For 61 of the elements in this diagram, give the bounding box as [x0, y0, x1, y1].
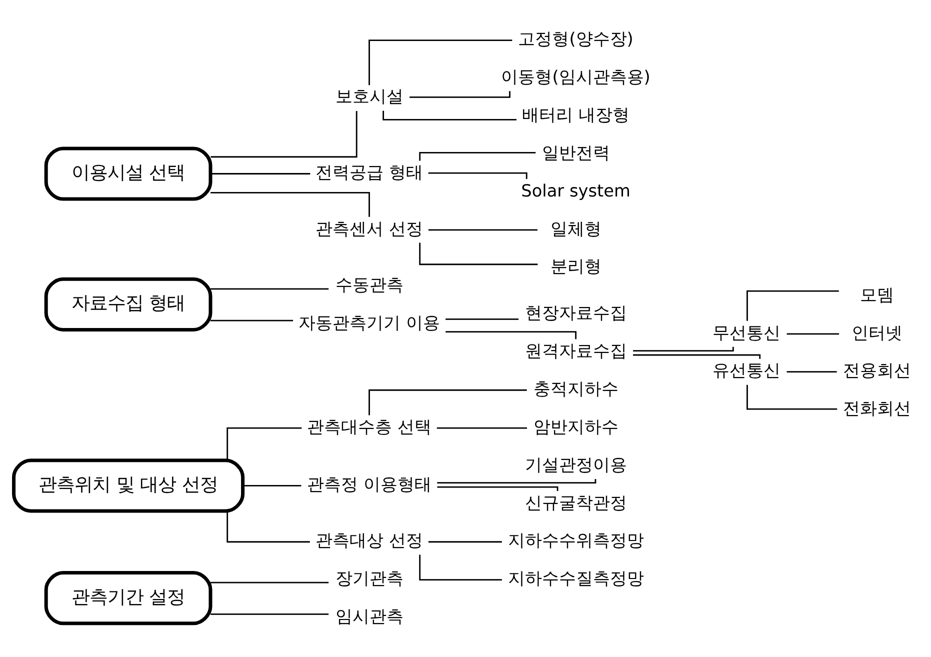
connector — [210, 613, 329, 614]
node-text: 전력공급 형태 — [316, 162, 423, 182]
node-text: 임시관측 — [335, 606, 404, 626]
connector — [210, 172, 310, 174]
connector — [210, 110, 358, 158]
node-text: 기설관정이용 — [524, 454, 627, 474]
connector — [786, 370, 837, 372]
connector — [368, 39, 512, 85]
node-text: 보호시설 — [335, 86, 404, 106]
connector — [428, 540, 502, 542]
node-text: 현장자료수집 — [524, 302, 627, 322]
node-text: 이동형(임시관측용) — [501, 66, 650, 86]
node-text: 일반전력 — [542, 142, 610, 162]
node-text: 고정형(양수장) — [518, 28, 634, 48]
connector — [210, 319, 294, 321]
node-text: 관측대상 선정 — [316, 530, 423, 550]
connector — [368, 388, 527, 415]
connector — [437, 486, 558, 490]
connector — [746, 384, 838, 410]
node-text: 유선통신 — [712, 360, 781, 380]
node-text: 지하수수질측정망 — [508, 568, 644, 588]
node-text: 암반지하수 — [533, 416, 618, 436]
connector — [210, 581, 329, 583]
connector — [436, 426, 527, 428]
connector — [746, 290, 839, 320]
node-text: 전화회선 — [843, 398, 912, 418]
node-text: 배터리 내장형 — [522, 104, 630, 124]
connector — [633, 346, 734, 351]
connector — [419, 242, 538, 265]
node-text: 관측대수층 선택 — [307, 416, 432, 436]
node-text: 지하수수위측정망 — [508, 530, 644, 550]
node-box: 자료수집 형태 — [44, 276, 212, 331]
node-text: 무선통신 — [712, 322, 781, 342]
connector — [437, 478, 596, 484]
node-text: 전용회선 — [843, 360, 912, 380]
node-text: 분리형 — [550, 256, 602, 276]
connector — [786, 332, 840, 334]
connector — [243, 484, 302, 486]
connector — [419, 554, 502, 580]
connector — [428, 228, 538, 230]
connector — [210, 288, 329, 290]
node-text: 신규굴착관정 — [524, 492, 627, 512]
node-text: 관측센서 선정 — [316, 218, 423, 238]
connector — [226, 510, 310, 542]
connector — [419, 151, 536, 160]
node-text: 자동관측기기 이용 — [298, 312, 440, 332]
node-box: 관측기간 설정 — [44, 570, 212, 625]
connector — [210, 192, 370, 216]
connector — [226, 426, 302, 460]
node-text: 모뎀 — [860, 284, 894, 304]
connector — [446, 318, 518, 320]
node-text: 원격자료수집 — [524, 340, 627, 360]
node-text: 일체형 — [550, 218, 602, 238]
node-box: 관측위치 및 대상 선정 — [12, 458, 245, 512]
node-text: 관측정 이용형태 — [307, 474, 432, 494]
node-text: 수동관측 — [335, 274, 404, 294]
node-text: Solar system — [521, 180, 630, 200]
node-box: 이용시설 선택 — [44, 146, 212, 200]
node-text: 장기관측 — [335, 568, 404, 588]
node-text: 인터넷 — [852, 322, 903, 342]
node-text: 충적지하수 — [533, 378, 618, 398]
